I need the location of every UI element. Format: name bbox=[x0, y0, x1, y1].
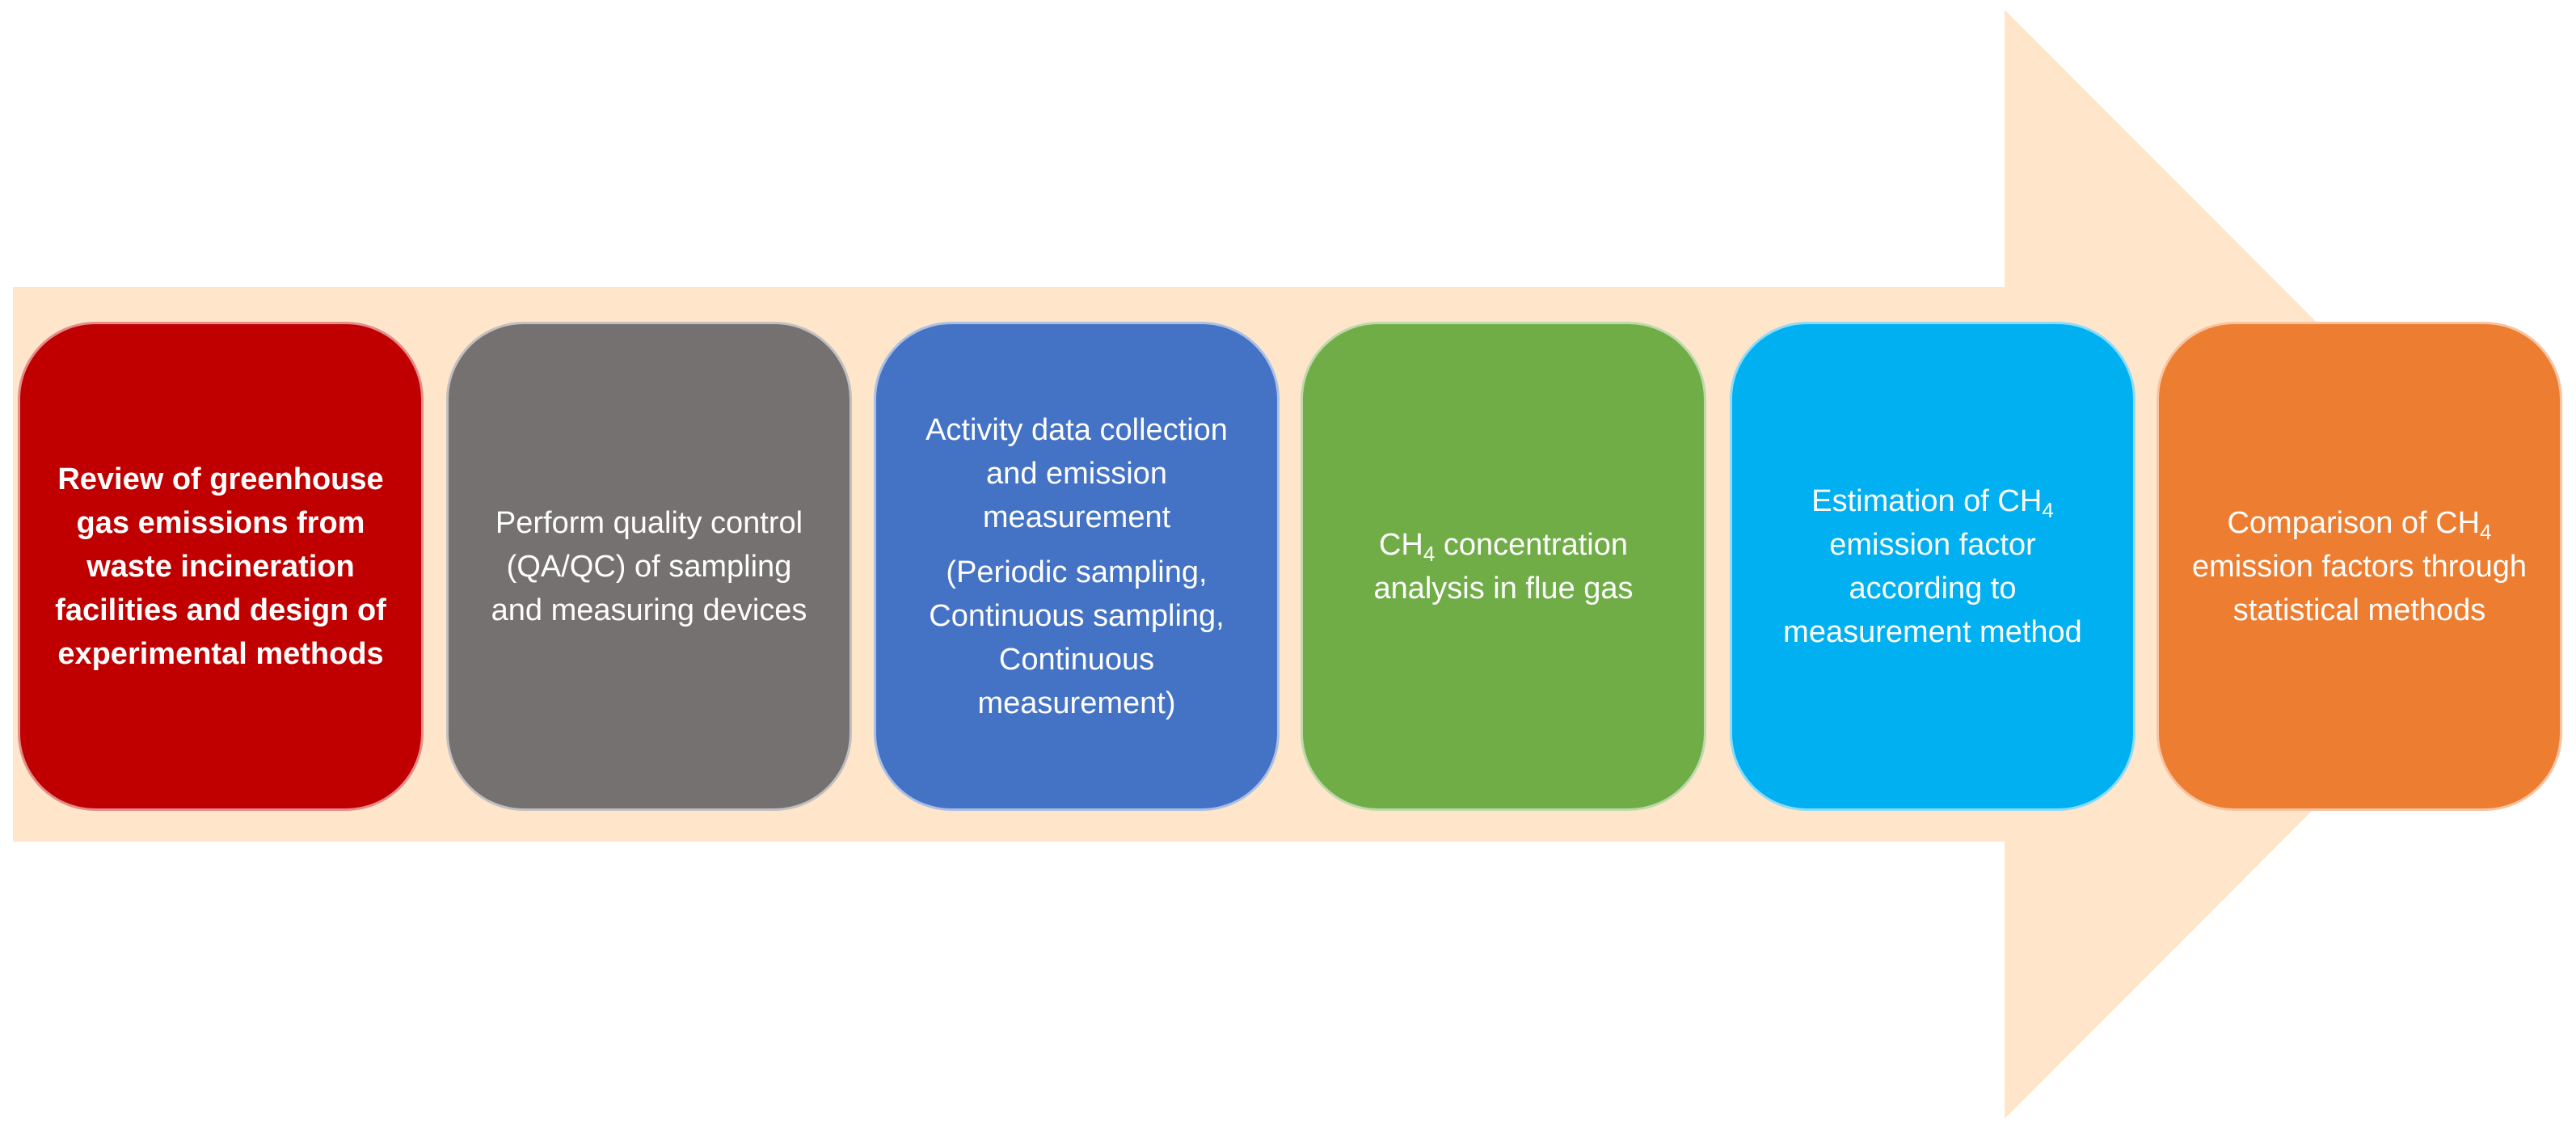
step-3-note: (Periodic sampling, Continuous sampling,… bbox=[929, 555, 1225, 720]
flow-arrow-polygon bbox=[13, 10, 2558, 1119]
step-5-text-prefix: Estimation of CH bbox=[1811, 483, 2043, 518]
step-1-box: Review of greenhouse gas emissions from … bbox=[18, 322, 424, 811]
step-5-text: Estimation of CH4 emission factor accord… bbox=[1761, 479, 2104, 654]
step-5-box: Estimation of CH4 emission factor accord… bbox=[1730, 322, 2135, 811]
step-5-text-subscript: 4 bbox=[2042, 497, 2054, 522]
step-5-text-suffix: emission factor according to measurement… bbox=[1783, 527, 2082, 649]
step-4-text-suffix: concentration analysis in flue gas bbox=[1373, 527, 1634, 606]
step-2-box: Perform quality control (QA/QC) of sampl… bbox=[446, 322, 852, 811]
step-6-text-suffix: emission factors through statistical met… bbox=[2192, 549, 2527, 627]
step-6-text-prefix: Comparison of CH bbox=[2227, 505, 2481, 540]
step-4-text-subscript: 4 bbox=[1423, 541, 1436, 566]
step-3-box: Activity data collection and emission me… bbox=[874, 322, 1280, 811]
step-6-text: Comparison of CH4 emission factors throu… bbox=[2188, 501, 2531, 632]
step-3-text: Activity data collection and emission me… bbox=[925, 412, 1228, 534]
step-4-box: CH4 concentration analysis in flue gas bbox=[1301, 322, 1706, 811]
step-2-text: Perform quality control (QA/QC) of sampl… bbox=[491, 505, 807, 627]
step-4-text: CH4 concentration analysis in flue gas bbox=[1332, 523, 1675, 610]
step-4-text-prefix: CH bbox=[1378, 527, 1423, 562]
step-1-text: Review of greenhouse gas emissions from … bbox=[55, 462, 386, 671]
step-6-text-subscript: 4 bbox=[2480, 519, 2492, 544]
step-6-box: Comparison of CH4 emission factors throu… bbox=[2157, 322, 2562, 811]
